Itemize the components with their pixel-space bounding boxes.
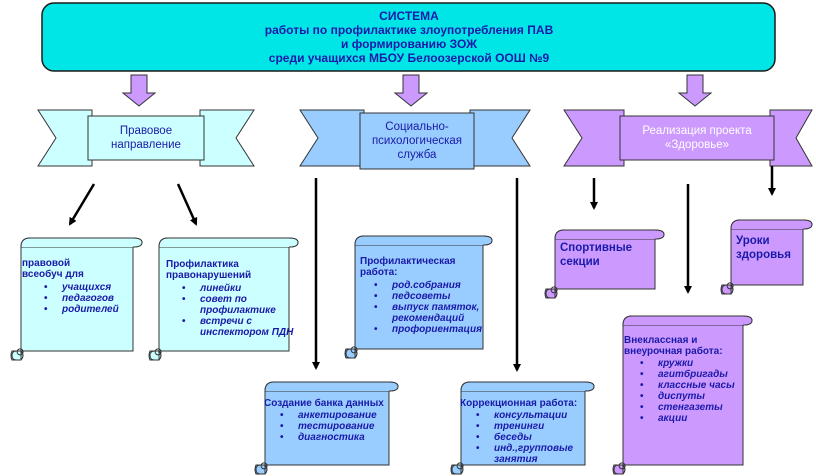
scroll-prevent-top-curl: [158, 237, 299, 248]
banner-psych: [299, 109, 531, 170]
list-item: консультации: [476, 410, 588, 421]
banner-line: Социально-: [385, 121, 449, 133]
scroll-head: всеобуч для: [22, 269, 84, 280]
banner-line: «Здоровье»: [664, 139, 730, 151]
list-item: акции: [640, 413, 748, 424]
scroll-head: работа:: [360, 267, 398, 278]
banner-line: Реализация проекта: [642, 125, 752, 137]
list-item: педагогов: [44, 293, 142, 304]
banner-legal-label: Правовое направление: [88, 116, 204, 160]
scroll-correction-text: Коррекционная работа: консультации трени…: [460, 398, 588, 465]
scroll-line: секции: [560, 256, 600, 268]
list-item: родителей: [44, 304, 142, 315]
scroll-sport-top-curl: [554, 229, 665, 240]
scroll-prophylactic-text: Профилактическая работа: род.собрания пе…: [360, 256, 488, 335]
scroll-head: Создание банка данных: [264, 398, 384, 409]
scroll-lessons: [720, 219, 813, 295]
banner-health: [563, 109, 813, 167]
banner-line: Правовое: [119, 125, 173, 137]
block-arrow-health: [677, 74, 713, 107]
list-item: диспуты: [640, 391, 748, 402]
scroll-sport-curl-dot: [550, 286, 558, 294]
scroll-prevent-curl-dot: [154, 348, 162, 356]
title-line: СИСТЕМА: [379, 9, 439, 23]
scroll-head: правонарушений: [166, 270, 252, 281]
scroll-correction-bottom-curl: [451, 464, 462, 475]
scroll-lessons-text: Уроки здоровья: [736, 234, 806, 262]
scroll-databank-bottom-curl: [255, 464, 266, 475]
scroll-head: Коррекционная работа:: [460, 398, 578, 409]
banner-line: психологическая: [371, 135, 463, 147]
scroll-edu-curl-dot: [16, 348, 24, 356]
list-item: агитбригады: [640, 369, 748, 380]
scroll-extracurricular-text: Внеклассная и внеурочная работа: кружки …: [624, 335, 748, 424]
list-item: инд.,групповые занятия: [476, 443, 588, 465]
scroll-sport: [544, 229, 665, 299]
scroll-databank-curl-dot: [260, 462, 268, 470]
title-box: [41, 2, 776, 72]
scroll-prevent-text: Профилактика правонарушений линейки сове…: [166, 259, 296, 338]
scroll-correction-curl-dot: [456, 462, 464, 470]
scroll-correction-top-curl: [460, 381, 595, 392]
list-item: стенгазеты: [640, 402, 748, 413]
scroll-extracurricular-curl-dot: [618, 462, 626, 470]
banner-legal: [37, 109, 255, 167]
scroll-lessons-bottom-curl: [721, 284, 732, 295]
list-item: учащихся: [44, 282, 142, 293]
list-item: профориентация: [374, 324, 488, 335]
list-item: встречи с инспектором ПДН: [182, 316, 296, 338]
list-item: педсоветы: [374, 291, 488, 302]
banner-health-label: Реализация проекта «Здоровье»: [620, 116, 774, 160]
list-item: анкетирование: [280, 410, 394, 421]
scroll-head: внеурочная работа:: [624, 346, 723, 357]
scroll-head: Профилактическая: [360, 256, 456, 267]
list-item: диагностика: [280, 432, 394, 443]
list-item: род.собрания: [374, 280, 488, 291]
scroll-lessons-top-curl: [730, 219, 813, 230]
list-item: совет по профилактике: [182, 294, 296, 316]
scroll-prophylactic-top-curl: [354, 235, 493, 246]
banner-line: служба: [397, 149, 437, 161]
scroll-sport-body: [554, 238, 656, 290]
scroll-prevent-bottom-curl: [149, 350, 160, 361]
list-item: классные часы: [640, 380, 748, 391]
scroll-extracurricular-top-curl: [622, 315, 753, 326]
scroll-prophylactic-bottom-curl: [345, 348, 356, 359]
arrow-legal-right: [176, 183, 198, 226]
title-line: и формированию ЗОЖ: [341, 37, 477, 51]
scroll-head: правовой: [22, 258, 71, 269]
scroll-edu-bottom-curl: [11, 350, 22, 361]
scroll-head: Профилактика: [166, 259, 239, 270]
arrow-legal-left: [68, 183, 96, 226]
scroll-sport-text: Спортивные секции: [560, 241, 656, 269]
title-line: работы по профилактике злоупотребления П…: [264, 23, 554, 37]
list-item: тестирование: [280, 421, 394, 432]
scroll-head: Внеклассная и: [624, 335, 698, 346]
banner-psych-label: Социально- психологическая служба: [360, 113, 474, 169]
scroll-line: Уроки: [736, 235, 770, 247]
list-item: тренинги: [476, 421, 588, 432]
scroll-edu-text: правовой всеобуч для учащихся педагогов …: [22, 258, 142, 315]
scroll-edu-top-curl: [20, 237, 143, 248]
title-line: среди учащихся МБОУ Белоозерской ООШ №9: [268, 51, 550, 65]
scroll-lessons-curl-dot: [726, 282, 734, 290]
scroll-sport-bottom-curl: [545, 288, 556, 299]
scroll-extracurricular-bottom-curl: [613, 464, 624, 475]
list-item: линейки: [182, 283, 296, 294]
system-title: СИСТЕМА работы по профилактике злоупотре…: [44, 4, 774, 70]
block-arrow-psych: [393, 74, 429, 107]
scroll-line: здоровья: [736, 249, 791, 261]
list-item: выпуск памяток, рекомендаций: [374, 302, 488, 324]
banner-line: направление: [111, 139, 181, 151]
scroll-prophylactic-curl-dot: [350, 346, 358, 354]
list-item: кружки: [640, 358, 748, 369]
scroll-line: Спортивные: [560, 242, 633, 254]
scroll-databank-top-curl: [264, 381, 399, 392]
block-arrow-legal: [121, 74, 157, 107]
scroll-databank-text: Создание банка данных анкетирование тест…: [264, 398, 394, 443]
list-item: беседы: [476, 432, 588, 443]
